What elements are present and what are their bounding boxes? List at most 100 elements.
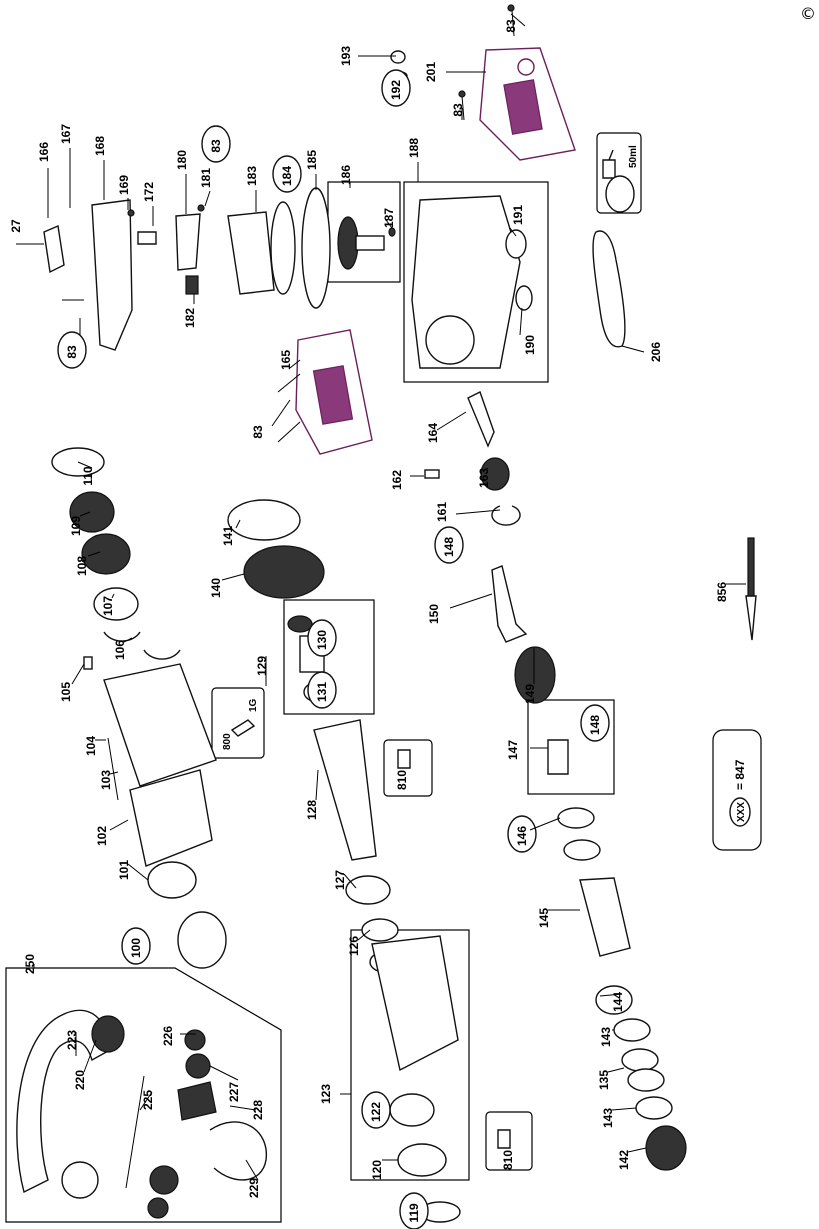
part-186-gear	[337, 216, 359, 270]
part-142-spring	[645, 1125, 687, 1171]
callout-182: 182	[183, 308, 197, 328]
callout-105: 105	[59, 682, 73, 702]
callout-circles	[57, 69, 635, 1229]
box-250	[5, 967, 282, 1223]
lube-grease-qty: 1G	[248, 698, 259, 712]
callout-leader	[77, 461, 93, 469]
callout-leader	[229, 1105, 257, 1111]
callout-83: 83	[251, 425, 265, 439]
part-856-tip	[745, 595, 757, 641]
part-229-gear-b	[147, 1197, 169, 1219]
callout-187: 187	[382, 208, 396, 228]
part-141-clip	[227, 499, 301, 541]
callout-103: 103	[99, 770, 113, 790]
part-143-b	[635, 1096, 673, 1120]
callout-185: 185	[305, 150, 319, 170]
part-135	[621, 1048, 659, 1072]
part-108	[81, 533, 131, 575]
callout-leader	[509, 227, 517, 237]
callout-leader	[209, 1065, 239, 1081]
oil-can-icon	[602, 149, 616, 179]
part-149-ring	[514, 646, 556, 704]
part-135-b	[627, 1068, 665, 1092]
grease-tube-icon	[230, 719, 256, 737]
callout-leader	[627, 1147, 647, 1153]
part-128-spindle	[313, 719, 377, 861]
callout-leader	[87, 551, 101, 557]
callout-circle-148	[121, 927, 151, 965]
callout-172: 172	[142, 182, 156, 202]
part-123-housing	[371, 935, 459, 1072]
part-146-a	[557, 807, 595, 829]
box-129	[283, 599, 375, 715]
callout-108: 108	[75, 556, 89, 576]
callout-109: 109	[69, 516, 83, 536]
part-186-shaft	[355, 235, 385, 251]
callout-122: 122	[369, 1102, 383, 1122]
callout-circle-122	[507, 815, 537, 853]
part-228	[177, 1081, 217, 1121]
part-105	[83, 656, 93, 670]
part-227	[185, 1053, 211, 1079]
copyright-symbol: ©	[800, 4, 816, 23]
callout-leader	[204, 190, 211, 207]
callout-810: 810	[501, 1150, 515, 1170]
callout-circle-119	[361, 1091, 391, 1129]
legend-placeholder: XXX	[736, 802, 747, 822]
part-185-seal	[301, 187, 331, 309]
callout-181: 181	[199, 168, 213, 188]
callout-191: 191	[511, 205, 525, 225]
callout-leader	[83, 1039, 97, 1073]
part-182	[185, 275, 199, 295]
callout-leader	[271, 399, 291, 427]
legend-text: = 847	[733, 759, 747, 790]
callout-circle-	[399, 1192, 429, 1229]
callout-leader	[449, 593, 493, 609]
callout-leader	[385, 219, 393, 229]
callout-83: 83	[504, 19, 518, 33]
callout-leader	[607, 1067, 625, 1073]
callout-100: 100	[129, 938, 143, 958]
callout-circle-146	[307, 671, 337, 709]
callout-leader	[127, 863, 149, 881]
callout-143: 143	[601, 1108, 615, 1128]
callout-143: 143	[599, 1027, 613, 1047]
callout-leader	[289, 359, 301, 369]
callout-169: 169	[117, 175, 131, 195]
screw-83-mid2	[277, 421, 301, 443]
part-220-knob	[61, 1161, 99, 1199]
box-legend	[712, 729, 762, 851]
part-140-bearing	[243, 545, 325, 599]
part-147	[547, 739, 569, 775]
callout-161: 161	[435, 502, 449, 522]
part-206-belt	[592, 230, 626, 348]
callout-810: 810	[395, 770, 409, 790]
part-109	[69, 491, 115, 533]
callout-226: 226	[161, 1026, 175, 1046]
callout-83: 83	[209, 139, 223, 153]
callout-165: 165	[279, 350, 293, 370]
callout-119: 119	[407, 1203, 421, 1223]
part-183	[227, 211, 275, 295]
callout-leader	[109, 819, 129, 831]
part-225-rod	[125, 1075, 145, 1189]
callout-128: 128	[305, 800, 319, 820]
callout-183: 183	[245, 166, 259, 186]
part-188-bore	[425, 315, 475, 365]
callout-leader	[510, 13, 526, 27]
part-229-gear-a	[149, 1165, 179, 1195]
part-193	[390, 50, 406, 64]
box-800	[211, 687, 265, 759]
callout-250: 250	[23, 954, 37, 974]
callout-leader	[485, 467, 489, 471]
part-180	[175, 213, 201, 271]
part-103-bolt	[107, 737, 119, 801]
part-187	[388, 227, 396, 237]
callout-131: 131	[315, 682, 329, 702]
callout-130: 130	[315, 630, 329, 650]
callout-circle-148	[605, 175, 635, 213]
callout-150: 150	[427, 604, 441, 624]
callout-184: 184	[280, 166, 294, 186]
legend-circle	[729, 797, 751, 827]
